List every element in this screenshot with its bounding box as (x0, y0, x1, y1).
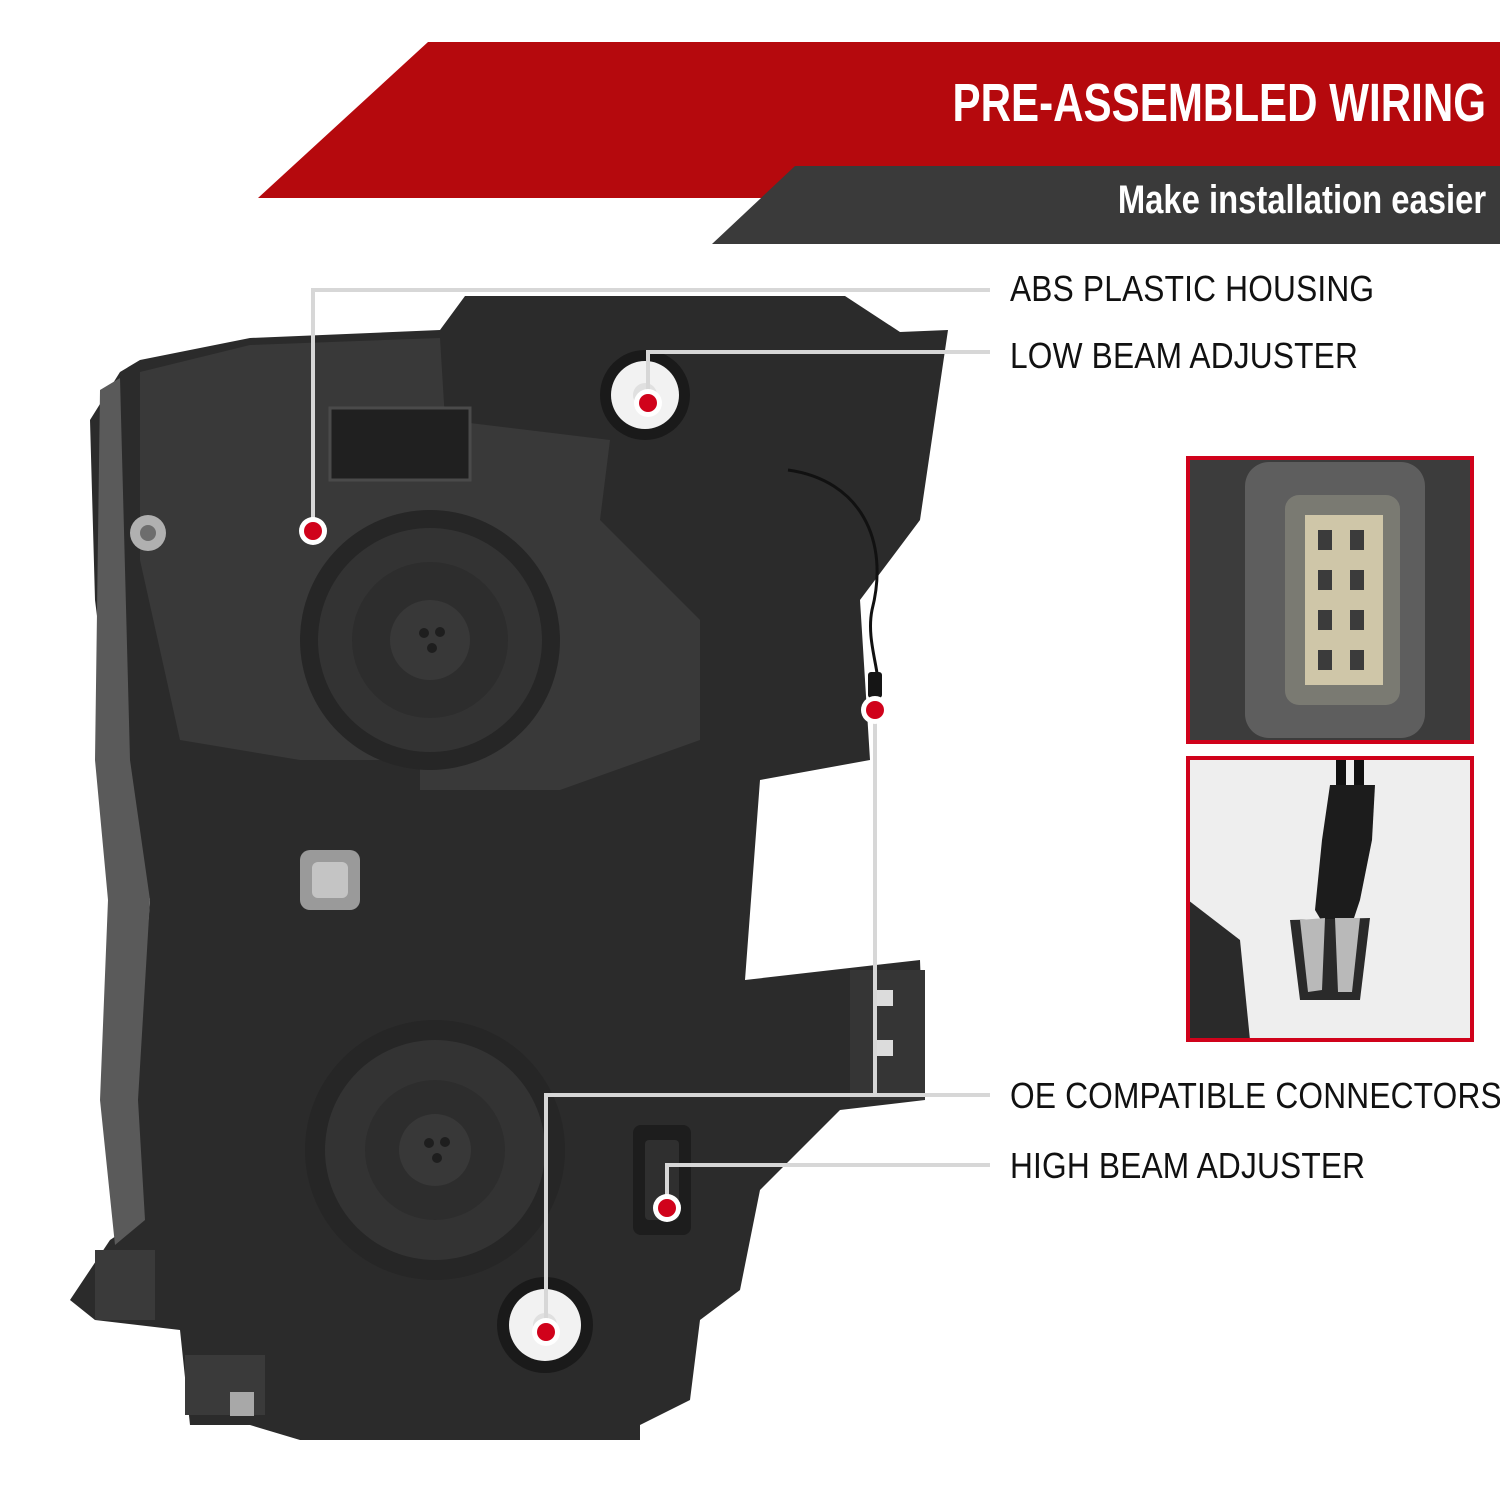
marker-dots (299, 389, 889, 1346)
callout-oe-compatible-connectors: OE COMPATIBLE CONNECTORS (1010, 1075, 1500, 1116)
inset-adapter-photo (1186, 756, 1474, 1042)
headlight-housing (70, 296, 948, 1440)
banner-subtitle: Make installation easier (1117, 178, 1486, 222)
inset-connector-photo (1186, 456, 1474, 744)
callout-abs-plastic-housing: ABS PLASTIC HOUSING (1010, 268, 1375, 309)
banner-title: PRE-ASSEMBLED WIRING (952, 73, 1486, 133)
callout-low-beam-adjuster: LOW BEAM ADJUSTER (1010, 335, 1359, 376)
banner-red (258, 42, 1500, 198)
leader-lines (311, 288, 990, 1332)
banner-dark (712, 166, 1500, 244)
callout-high-beam-adjuster: HIGH BEAM ADJUSTER (1010, 1145, 1366, 1186)
